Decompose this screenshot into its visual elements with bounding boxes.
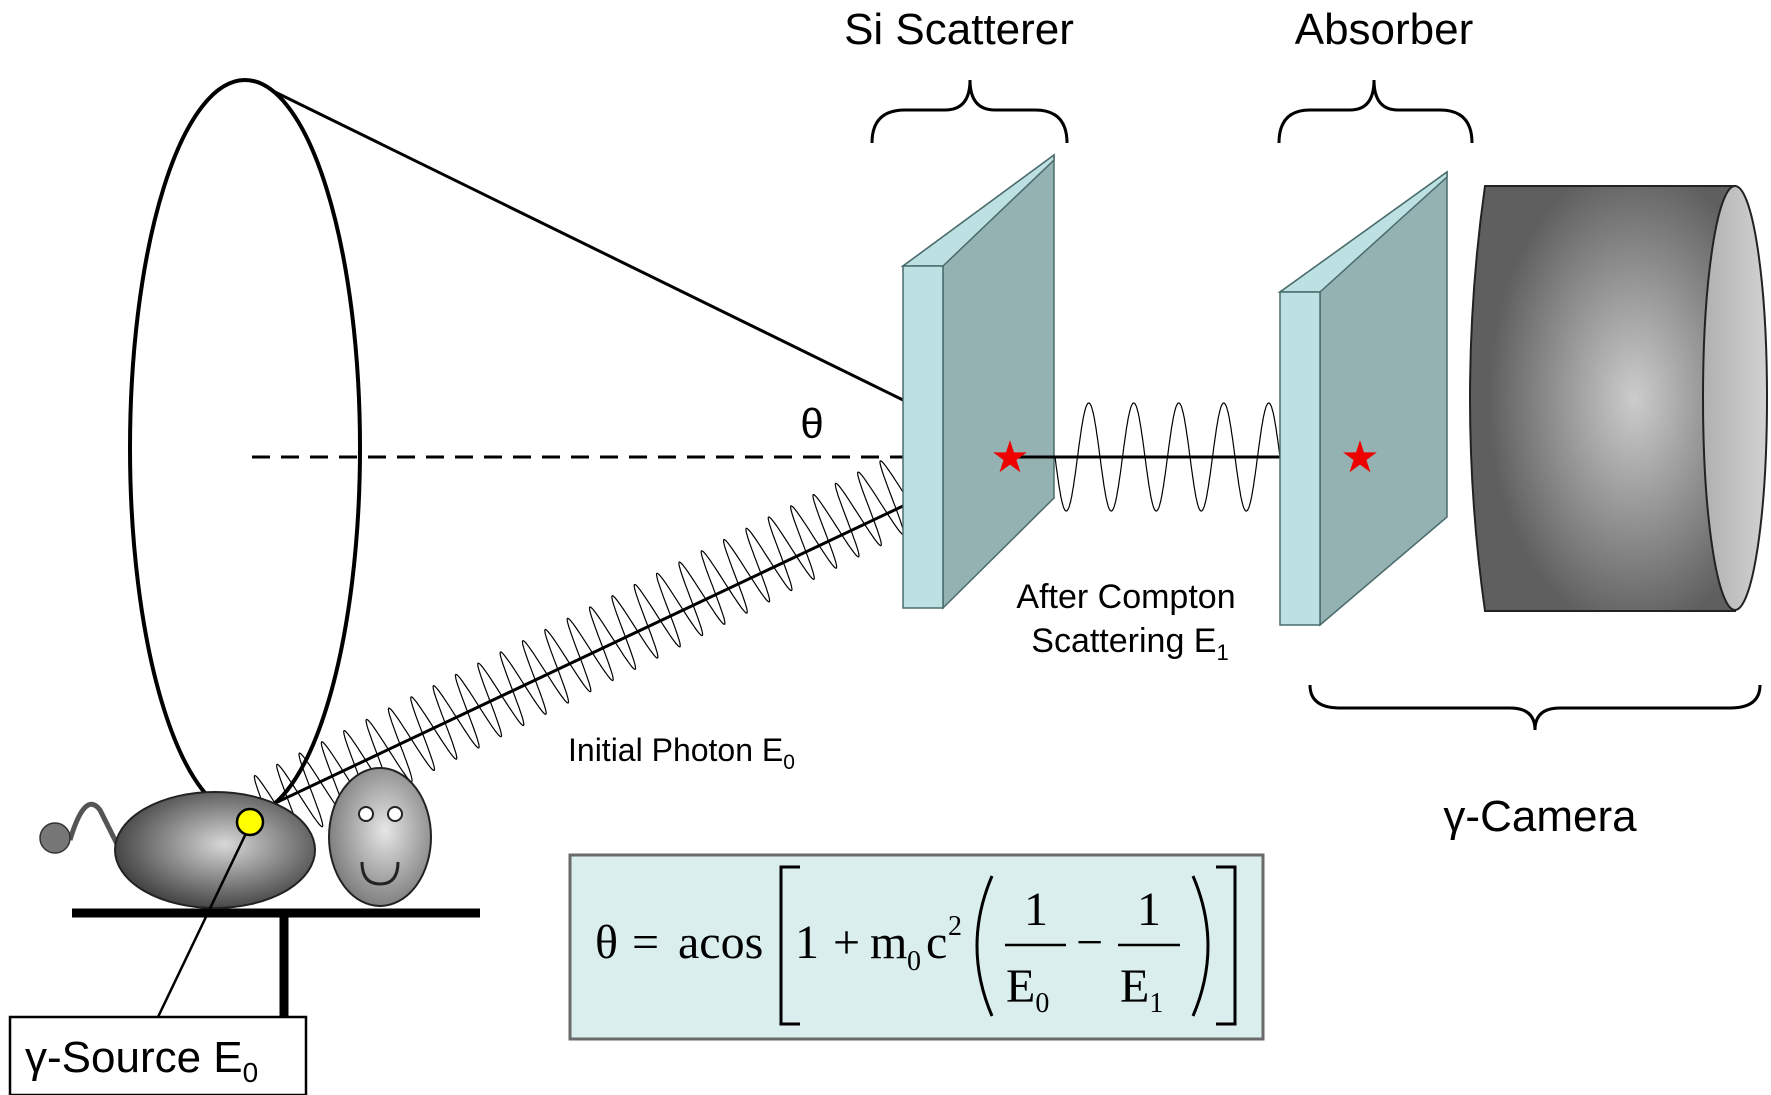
absorb-interaction-star-icon: ★ bbox=[1340, 432, 1379, 483]
theta-label: θ bbox=[800, 400, 823, 447]
formula-den2: E1 bbox=[1120, 960, 1163, 1019]
camera-brace bbox=[1308, 684, 1762, 731]
formula-acos: acos bbox=[678, 916, 763, 969]
camera-label: γ-Camera bbox=[1443, 792, 1637, 841]
formula-equals: = bbox=[632, 916, 659, 969]
gamma-source-dot bbox=[235, 807, 265, 837]
absorber-brace bbox=[1277, 79, 1474, 144]
formula-box bbox=[568, 853, 1265, 1041]
formula-m-sub: 0 bbox=[907, 946, 921, 977]
gamma-camera-body bbox=[1469, 185, 1736, 612]
scatterer-front bbox=[902, 265, 944, 609]
formula-right-paren bbox=[1191, 875, 1210, 1017]
formula-theta: θ bbox=[595, 916, 618, 969]
after-compton-label: After Compton bbox=[1016, 578, 1235, 616]
patient-head bbox=[328, 767, 432, 907]
formula-num1: 1 bbox=[1024, 883, 1048, 936]
formula-plus: + bbox=[833, 916, 860, 969]
gamma-camera-face bbox=[1702, 185, 1768, 611]
absorber-front bbox=[1279, 291, 1321, 626]
formula-minus: − bbox=[1076, 916, 1103, 969]
formula-c: c bbox=[926, 916, 947, 969]
scattering-energy-label: Scattering E1 bbox=[1031, 622, 1228, 665]
formula-num2: 1 bbox=[1137, 883, 1161, 936]
formula-right-bracket bbox=[1216, 865, 1237, 1026]
source-label-box bbox=[8, 1015, 308, 1095]
patient-tail-ball bbox=[39, 822, 71, 854]
absorber-label: Absorber bbox=[1295, 5, 1474, 54]
scatterer-brace bbox=[870, 79, 1069, 144]
formula-one: 1 bbox=[795, 916, 819, 969]
compton-cone-ellipse bbox=[128, 78, 362, 818]
formula-m: m bbox=[870, 916, 907, 969]
source-label: γ-Source E0 bbox=[25, 1033, 258, 1088]
patient-body bbox=[114, 791, 316, 909]
formula-left-bracket bbox=[779, 865, 800, 1026]
formula-c-sup: 2 bbox=[948, 911, 962, 942]
cone-line-upper bbox=[274, 90, 904, 402]
patient-right-eye bbox=[387, 806, 403, 822]
scatterer-label: Si Scatterer bbox=[844, 5, 1074, 54]
patient-left-eye bbox=[358, 806, 374, 822]
scatter-interaction-star-icon: ★ bbox=[990, 432, 1029, 483]
initial-photon-wave bbox=[253, 460, 905, 850]
cone-line-lower bbox=[249, 504, 904, 817]
formula-den1: E0 bbox=[1006, 960, 1049, 1019]
patient-tail bbox=[67, 801, 123, 852]
compton-angle-formula: θ = acos 1 + m 0 c 2 1 E0 − 1 E1 bbox=[595, 865, 1237, 1026]
formula-left-paren bbox=[975, 875, 994, 1017]
patient-smile bbox=[360, 861, 400, 886]
initial-photon-label: Initial Photon E0 bbox=[568, 732, 795, 774]
source-pointer-line bbox=[156, 824, 252, 1018]
